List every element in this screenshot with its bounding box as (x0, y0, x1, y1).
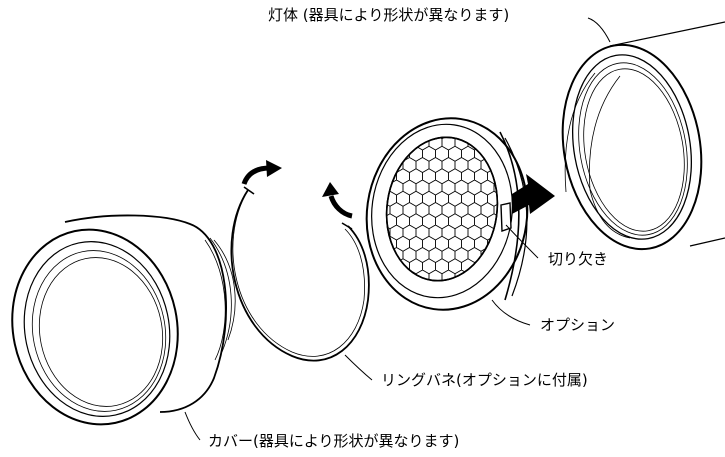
option-label: オプション (540, 316, 616, 334)
cover-label: カバー(器具により形状が異なります) (208, 432, 460, 450)
option-louver (365, 117, 529, 311)
lamp-body-label: 灯体 (器具により形状が異なります) (268, 6, 510, 24)
leader-lines (184, 17, 611, 441)
notch-label: 切り欠き (548, 250, 609, 268)
cover (11, 214, 236, 426)
curved-arrow-icon (241, 160, 282, 185)
lamp-body (561, 21, 725, 251)
curved-arrow-icon (322, 182, 353, 219)
arrow-right-icon (512, 174, 555, 214)
ring-spring-label: リングバネ(オプションに付属) (381, 371, 588, 389)
